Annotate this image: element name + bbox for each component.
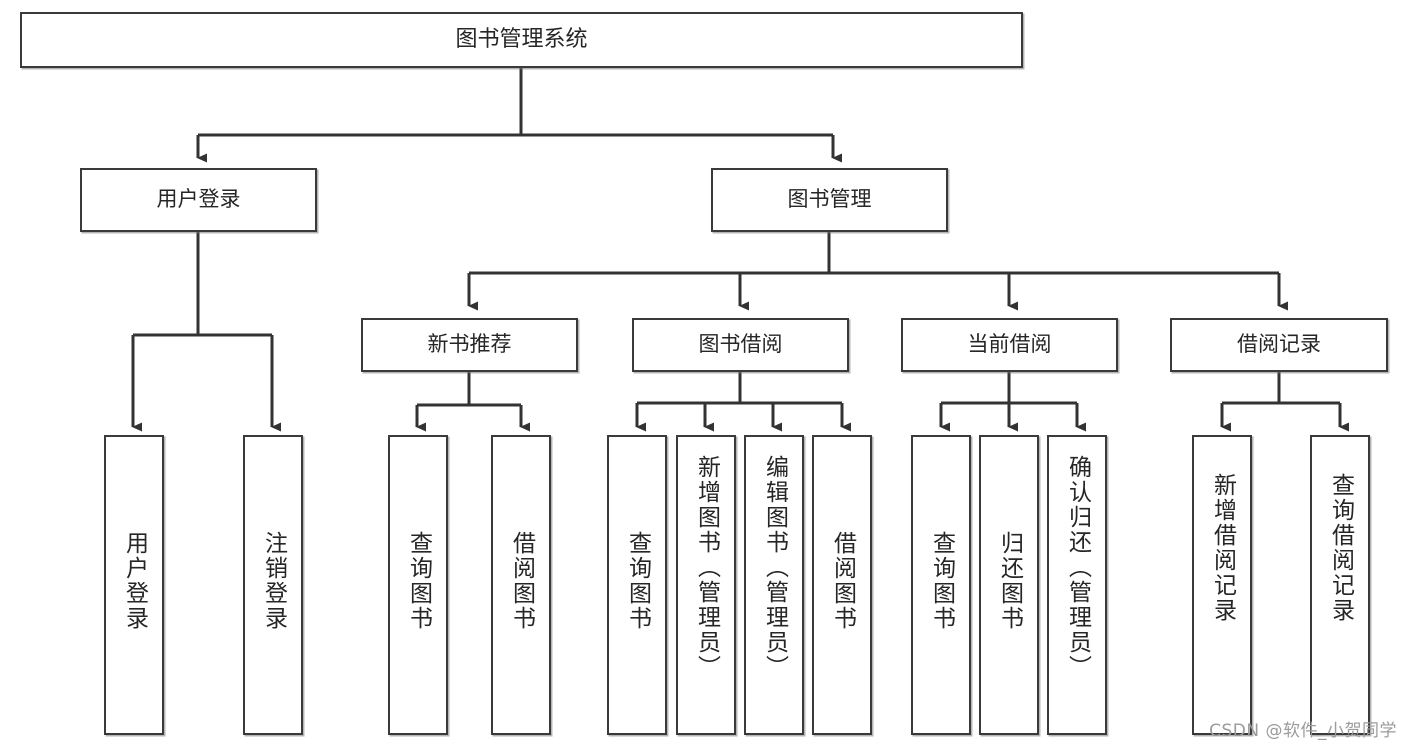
node-leaf-query-record-label: 查询借阅记录: [1327, 473, 1354, 623]
node-book-manage[interactable]: 图书管理: [711, 168, 948, 232]
node-leaf-add-record[interactable]: 新增借阅记录: [1192, 435, 1252, 735]
node-leaf-user-login-label: 用户登录: [121, 531, 148, 631]
node-leaf-return-book[interactable]: 归还图书: [979, 435, 1039, 735]
node-leaf-add-book-label: 新增图书（管理员）: [693, 455, 720, 680]
node-book-manage-label: 图书管理: [787, 187, 872, 212]
node-leaf-logout[interactable]: 注销登录: [243, 435, 303, 735]
node-leaf-query-book-1-label: 查询图书: [405, 531, 432, 631]
node-book-borrow-label: 图书借阅: [698, 332, 783, 357]
node-root[interactable]: 图书管理系统: [20, 12, 1023, 68]
node-user-login-label: 用户登录: [156, 187, 241, 212]
node-root-label: 图书管理系统: [455, 26, 588, 52]
node-leaf-query-book-3-label: 查询图书: [928, 531, 955, 631]
node-leaf-borrow-book-1-label: 借阅图书: [508, 531, 535, 631]
node-leaf-query-book-3[interactable]: 查询图书: [911, 435, 971, 735]
node-leaf-query-book-2[interactable]: 查询图书: [607, 435, 667, 735]
node-leaf-query-record[interactable]: 查询借阅记录: [1310, 435, 1370, 735]
node-borrow-record[interactable]: 借阅记录: [1170, 318, 1388, 372]
node-leaf-confirm-return[interactable]: 确认归还（管理员）: [1047, 435, 1107, 735]
node-leaf-confirm-return-label: 确认归还（管理员）: [1064, 455, 1091, 680]
node-leaf-user-login[interactable]: 用户登录: [104, 435, 164, 735]
node-leaf-borrow-book-2[interactable]: 借阅图书: [812, 435, 872, 735]
node-leaf-add-book[interactable]: 新增图书（管理员）: [676, 435, 736, 735]
node-leaf-add-record-label: 新增借阅记录: [1209, 473, 1236, 623]
node-borrow-record-label: 借阅记录: [1237, 332, 1321, 357]
node-leaf-query-book-2-label: 查询图书: [624, 531, 651, 631]
node-leaf-logout-label: 注销登录: [260, 531, 287, 631]
node-current-borrow[interactable]: 当前借阅: [901, 318, 1118, 372]
node-leaf-edit-book[interactable]: 编辑图书（管理员）: [744, 435, 804, 735]
node-leaf-edit-book-label: 编辑图书（管理员）: [761, 455, 788, 680]
node-leaf-borrow-book-2-label: 借阅图书: [829, 531, 856, 631]
node-book-borrow[interactable]: 图书借阅: [632, 318, 849, 372]
node-user-login[interactable]: 用户登录: [80, 168, 317, 232]
watermark: CSDN @软件_小贺同学: [1209, 721, 1397, 741]
node-new-book-rec[interactable]: 新书推荐: [361, 318, 578, 372]
node-current-borrow-label: 当前借阅: [967, 332, 1052, 357]
node-leaf-borrow-book-1[interactable]: 借阅图书: [491, 435, 551, 735]
node-leaf-return-book-label: 归还图书: [996, 531, 1023, 631]
node-new-book-rec-label: 新书推荐: [427, 332, 512, 357]
node-leaf-query-book-1[interactable]: 查询图书: [388, 435, 448, 735]
